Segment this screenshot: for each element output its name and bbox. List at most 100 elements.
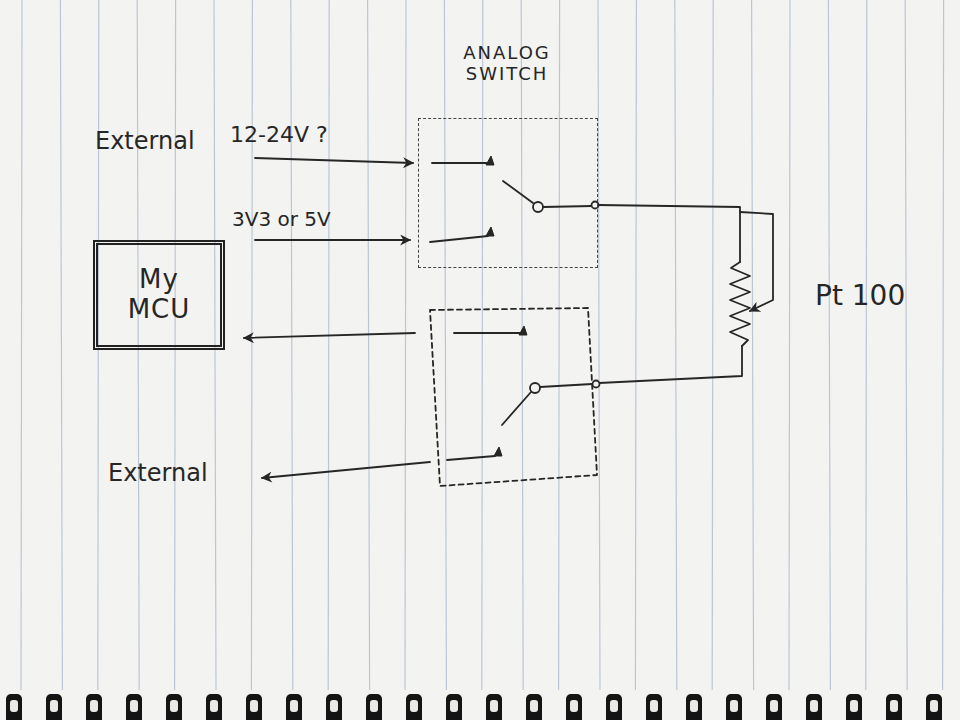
wiper-lead xyxy=(740,212,773,311)
notebook-rule xyxy=(214,0,216,690)
spiral-ring xyxy=(206,694,222,720)
spiral-ring xyxy=(646,694,662,720)
component-title: ANALOG SWITCH xyxy=(447,43,567,84)
spiral-ring xyxy=(86,694,102,720)
spiral-hole xyxy=(650,700,658,712)
spiral-hole xyxy=(250,700,258,712)
switch-lever xyxy=(502,392,531,425)
spiral-ring xyxy=(326,694,342,720)
notebook-rules xyxy=(21,0,944,690)
notebook-rule xyxy=(291,0,293,690)
logic-supply-arrow xyxy=(255,239,410,241)
spiral-hole xyxy=(730,700,738,712)
notebook-rule xyxy=(175,0,176,690)
component-name: My MCU xyxy=(117,265,201,325)
notebook-rule xyxy=(251,0,252,690)
notebook-rule xyxy=(866,0,867,690)
spiral-ring xyxy=(766,694,782,720)
notebook-rule xyxy=(444,0,446,690)
spiral-ring xyxy=(6,694,22,720)
notebook-rule xyxy=(712,0,713,690)
spiral-hole xyxy=(370,700,378,712)
spiral-ring xyxy=(246,694,262,720)
spiral-ring xyxy=(926,694,942,720)
mcu-box: My MCU xyxy=(93,240,225,350)
spiral-hole xyxy=(130,700,138,712)
spiral-ring xyxy=(606,694,622,720)
spiral-hole xyxy=(810,700,818,712)
spiral-hole xyxy=(290,700,298,712)
spiral-hole xyxy=(490,700,498,712)
terminal-dot xyxy=(593,381,600,388)
spiral-hole xyxy=(410,700,418,712)
spiral-hole xyxy=(850,700,858,712)
spiral-hole xyxy=(690,700,698,712)
contact-point xyxy=(519,326,527,335)
voltage-label: 3V3 or 5V xyxy=(232,208,331,231)
contact-point xyxy=(494,447,502,456)
analog-switch-box: ANALOG SWITCH xyxy=(418,118,598,268)
spiral-binding xyxy=(6,694,942,720)
spiral-hole xyxy=(770,700,778,712)
switch-pivot xyxy=(533,202,543,212)
spiral-ring xyxy=(566,694,582,720)
spiral-ring xyxy=(126,694,142,720)
spiral-ring xyxy=(286,694,302,720)
notebook-rule xyxy=(635,0,636,690)
switch-common-lead xyxy=(543,206,592,207)
signal-source-label: External xyxy=(95,128,195,156)
spiral-hole xyxy=(330,700,338,712)
spiral-hole xyxy=(610,700,618,712)
switch-contact xyxy=(447,456,495,460)
resistor-symbol xyxy=(730,262,750,346)
switch-housing xyxy=(430,308,597,486)
notebook-rule xyxy=(598,0,600,690)
spiral-ring xyxy=(166,694,182,720)
notebook-rule xyxy=(559,0,560,690)
spiral-hole xyxy=(170,700,178,712)
contact-point xyxy=(486,156,494,165)
spiral-ring xyxy=(46,694,62,720)
supply-arrow xyxy=(255,158,413,163)
spiral-ring xyxy=(446,694,462,720)
notebook-rule xyxy=(789,0,790,690)
notebook-rule xyxy=(482,0,483,690)
spiral-hole xyxy=(50,700,58,712)
spiral-hole xyxy=(930,700,938,712)
spiral-hole xyxy=(210,700,218,712)
spiral-ring xyxy=(806,694,822,720)
spiral-ring xyxy=(526,694,542,720)
sensor-wire xyxy=(598,205,740,262)
spiral-ring xyxy=(846,694,862,720)
spiral-hole xyxy=(570,700,578,712)
switch-contact xyxy=(432,162,488,164)
contact-points xyxy=(486,156,527,456)
mcu-signal-arrow xyxy=(244,333,415,338)
spiral-ring xyxy=(486,694,502,720)
contact-point xyxy=(486,227,494,236)
spiral-ring xyxy=(406,694,422,720)
spiral-ring xyxy=(366,694,382,720)
external-signal-arrow xyxy=(262,462,430,478)
spiral-ring xyxy=(686,694,702,720)
switch-common-lead xyxy=(540,384,592,387)
notebook-rule xyxy=(905,0,907,690)
notebook-rule xyxy=(828,0,830,690)
notebook-rule xyxy=(675,0,677,690)
signal-destination-label: External xyxy=(108,460,208,488)
spiral-ring xyxy=(726,694,742,720)
notebook-rule xyxy=(137,0,139,690)
spiral-hole xyxy=(10,700,18,712)
notebook-rule xyxy=(328,0,329,690)
switch-pivots xyxy=(530,202,600,394)
spiral-hole xyxy=(530,700,538,712)
notebook-rule xyxy=(368,0,370,690)
switch-pivot xyxy=(530,383,540,393)
spiral-ring xyxy=(886,694,902,720)
spiral-hole xyxy=(890,700,898,712)
notebook-rule xyxy=(943,0,944,690)
switch-lever xyxy=(503,181,533,203)
